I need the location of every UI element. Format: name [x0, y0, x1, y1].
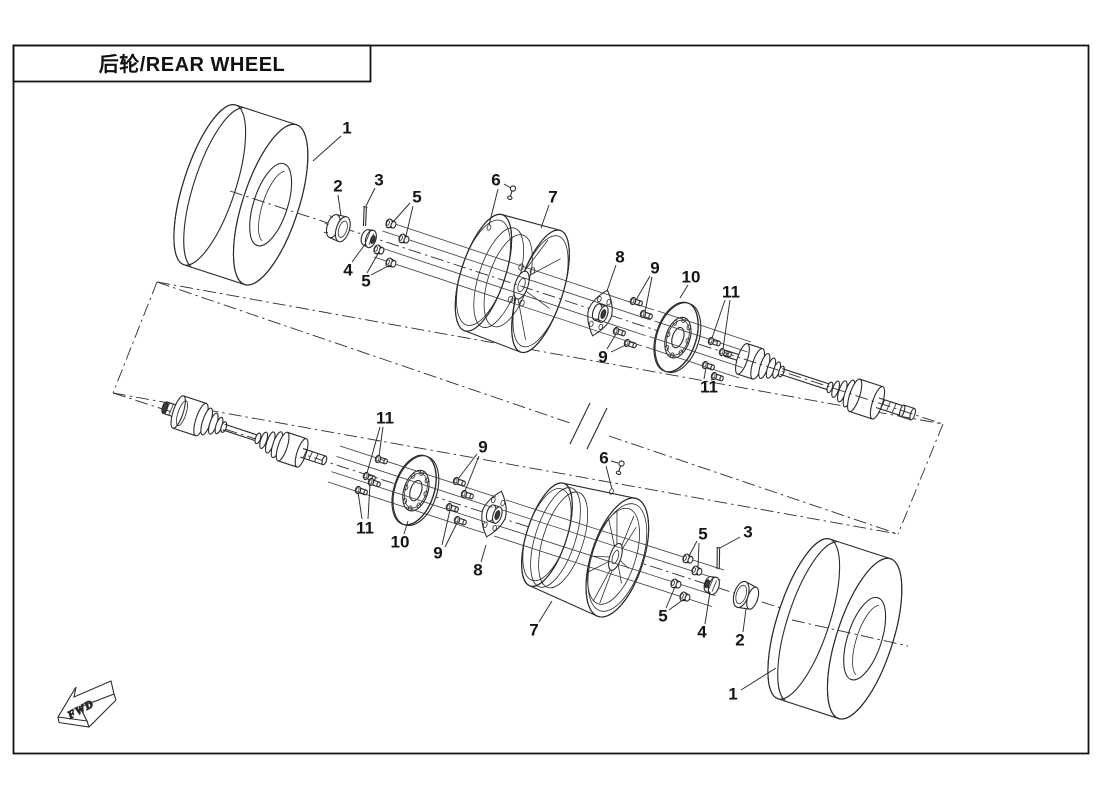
leader-line-11 [703, 367, 707, 380]
leader-line-5 [405, 205, 414, 237]
brake-disc-bottom [383, 449, 448, 532]
callout-label-6: 6 [491, 171, 500, 190]
leader-line-9 [644, 276, 653, 313]
leader-line-7 [538, 600, 553, 623]
leader-line-5 [697, 542, 700, 569]
callout-label-5: 5 [658, 607, 667, 626]
callout-label-9: 9 [598, 348, 607, 367]
callout-label-9: 9 [433, 544, 442, 563]
leader-line-9 [444, 522, 458, 548]
section-break-marks [569, 402, 608, 450]
brake-disc-top [645, 296, 710, 379]
leader-line-3 [719, 536, 741, 549]
callout-label-7: 7 [529, 621, 538, 640]
callout-label-2: 2 [735, 631, 744, 650]
disc-bolts-bottom [353, 454, 389, 497]
leader-line-6 [610, 460, 619, 464]
leader-line-9 [610, 344, 627, 353]
hub-cap-bottom [732, 580, 760, 610]
callout-label-9: 9 [478, 438, 487, 457]
callout-label-9: 9 [650, 259, 659, 278]
reference-plane [112, 281, 944, 535]
axis-bottom-tire-segment [791, 619, 909, 647]
leader-line-9 [464, 455, 480, 492]
wheel-hub-bottom [474, 486, 514, 542]
leader-line-3 [365, 187, 376, 207]
leader-line-11 [711, 299, 726, 339]
castle-nut-washer-bottom [703, 576, 720, 596]
callout-label-10: 10 [682, 268, 701, 287]
callout-label-4: 4 [343, 261, 353, 280]
leader-line-4 [704, 591, 711, 625]
callout-label-8: 8 [473, 561, 482, 580]
valve-stem-bottom [609, 460, 625, 495]
callout-label-11: 11 [700, 378, 718, 397]
leader-line-8 [606, 264, 617, 292]
castle-nut-washer-top [360, 229, 377, 249]
hub-cap-top [323, 214, 351, 243]
cotter-pin-bottom [716, 546, 721, 570]
leader-line-6 [605, 465, 613, 490]
callout-label-1: 1 [728, 685, 737, 704]
leader-line-4 [351, 242, 367, 263]
title-box [12, 44, 372, 83]
leader-line-9 [606, 333, 617, 350]
callout-label-5: 5 [412, 188, 421, 207]
leader-line-6 [488, 188, 499, 226]
callout-label-8: 8 [615, 248, 624, 267]
page-title: 后轮/REAR WHEEL [99, 52, 286, 76]
callout-label-6: 6 [599, 449, 608, 468]
cotter-pin-top [362, 206, 368, 227]
callout-label-11: 11 [376, 409, 394, 428]
callout-label-5: 5 [361, 272, 370, 291]
page-border [12, 44, 1090, 755]
leader-line-5 [370, 264, 391, 276]
leader-line-11 [357, 491, 363, 520]
callout-label-7: 7 [548, 188, 557, 207]
leader-line-1 [740, 667, 777, 691]
leader-line-10 [679, 284, 689, 299]
leader-line-5 [668, 598, 685, 611]
fwd-arrow-icon: FWD [57, 680, 117, 728]
leader-line-8 [480, 544, 487, 563]
leader-line-9 [441, 509, 451, 546]
drive-axle-bottom [161, 395, 328, 468]
leader-line-10 [403, 520, 409, 535]
leader-line-9 [457, 453, 478, 480]
leader-line-11 [722, 299, 731, 350]
wheel-rim-bottom [521, 482, 650, 618]
leader-line-5 [665, 586, 676, 609]
callout-label-10: 10 [391, 533, 410, 552]
callout-label-3: 3 [743, 523, 752, 542]
callout-label-2: 2 [333, 177, 342, 196]
leader-line-2 [337, 194, 342, 217]
callout-label-11: 11 [356, 519, 374, 538]
leader-line-11 [378, 426, 384, 457]
callout-label-5: 5 [698, 525, 707, 544]
leader-line-5 [688, 540, 698, 557]
leader-line-5 [392, 202, 411, 223]
callout-label-11: 11 [722, 283, 740, 302]
callout-label-3: 3 [374, 171, 383, 190]
disc-bolts-top [700, 336, 733, 383]
wheel-rim-top [454, 213, 570, 354]
callout-label-1: 1 [342, 119, 351, 138]
leader-line-9 [635, 275, 651, 301]
leader-line-11 [366, 426, 381, 474]
leader-line-7 [540, 204, 550, 229]
valve-stem-top [486, 185, 517, 231]
leader-line-5 [366, 251, 380, 274]
leader-line-1 [312, 135, 342, 162]
tire-bottom [752, 530, 918, 728]
callout-label-4: 4 [697, 623, 707, 642]
leader-line-11 [710, 378, 716, 381]
leader-line-6 [503, 183, 512, 189]
leader-line-2 [742, 608, 747, 633]
leader-line-11 [367, 483, 371, 520]
